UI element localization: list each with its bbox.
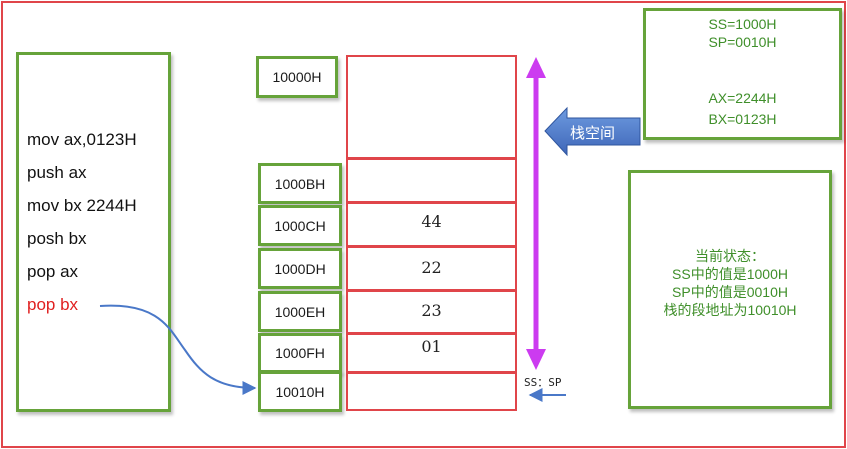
ss-register: SS=1000H — [708, 16, 777, 32]
stack-space-arrow — [544, 106, 641, 157]
state-panel: 当前状态： SS中的值是1000H SP中的值是0010H 栈的段地址为1001… — [628, 170, 832, 409]
stack-range-arrow — [526, 57, 546, 370]
memory-cell — [346, 372, 517, 411]
code-panel — [16, 52, 171, 412]
code-line-3: mov bx 2244H — [27, 196, 137, 215]
state-line: 栈的段地址为10010H — [663, 302, 797, 318]
memory-cell: 23 — [346, 290, 517, 334]
code-line-1: mov ax,0123H — [27, 130, 137, 149]
address-label: 1000CH — [258, 205, 342, 246]
memory-cell — [346, 158, 517, 203]
state-title: 当前状态： — [695, 248, 765, 264]
stack-space-label: 栈空间 — [570, 125, 616, 142]
address-label: 1000BH — [258, 163, 342, 204]
state-line: SS中的值是1000H — [672, 266, 788, 282]
ss-sp-label: SS：SP — [524, 376, 562, 389]
code-line-6: pop bx — [27, 295, 79, 314]
bx-register: BX=0123H — [708, 111, 777, 127]
address-label: 1000EH — [258, 291, 342, 332]
code-line-2: push ax — [27, 163, 87, 182]
sp-register: SP=0010H — [708, 34, 777, 50]
memory-cell — [346, 55, 517, 159]
code-line-4: posh bx — [27, 229, 87, 248]
address-label: 1000DH — [258, 248, 342, 289]
pop-bx-arrow — [99, 304, 257, 395]
address-label: 10010H — [258, 371, 342, 412]
register-panel — [643, 8, 842, 140]
address-label: 10000H — [256, 56, 338, 98]
state-line: SP中的值是0010H — [672, 284, 788, 300]
memory-cell: 22 — [346, 246, 517, 291]
ax-register: AX=2244H — [708, 90, 777, 106]
code-line-5: pop ax — [27, 262, 79, 281]
